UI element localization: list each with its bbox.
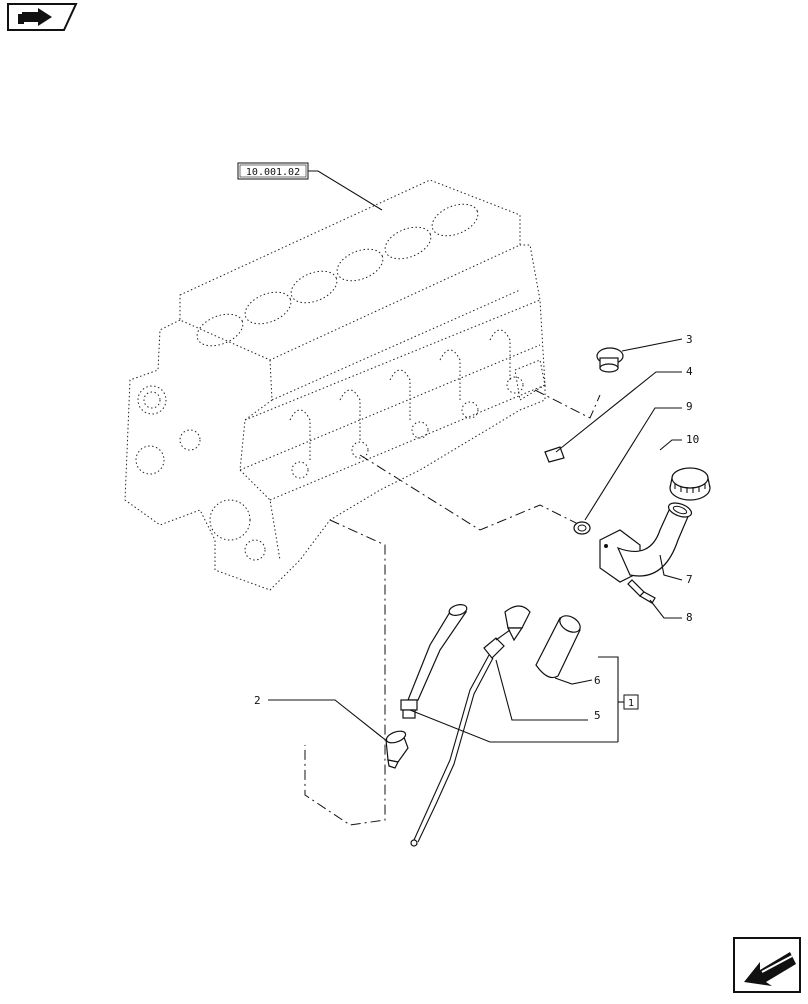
leader-3	[621, 338, 683, 352]
leader-9	[584, 407, 682, 521]
leader-7	[659, 554, 683, 581]
part-filler-elbow[interactable]	[599, 500, 693, 583]
leader-5b	[409, 709, 618, 743]
leader-10	[659, 439, 682, 451]
callout-2: 2	[254, 694, 261, 707]
engine-block	[124, 179, 546, 591]
part-dipstick[interactable]	[410, 605, 531, 847]
leader-4	[555, 371, 682, 453]
leader-5a	[495, 659, 588, 721]
part-filler-cap[interactable]	[669, 467, 711, 501]
reference-leader	[308, 170, 383, 211]
callout-8: 8	[686, 611, 693, 624]
kit-bracket	[598, 656, 619, 742]
part-cap-sleeve[interactable]	[535, 612, 583, 679]
part-adapter[interactable]	[385, 729, 409, 769]
part-o-ring[interactable]	[573, 521, 591, 535]
assembly-line-9	[359, 454, 581, 531]
arrow-back-icon[interactable]	[733, 937, 801, 993]
part-gasket-tab[interactable]	[544, 446, 565, 463]
kit-box-label: 1	[628, 698, 634, 709]
leader-2	[268, 699, 389, 743]
callout-4: 4	[686, 365, 693, 378]
callout-5: 5	[594, 709, 601, 722]
part-bolt[interactable]	[627, 579, 656, 604]
callout-3: 3	[686, 333, 693, 346]
assembly-line-3	[534, 389, 601, 419]
callout-9: 9	[686, 400, 693, 413]
part-plug[interactable]	[596, 347, 624, 373]
callout-10: 10	[686, 433, 699, 446]
kit-box[interactable]: 1	[623, 694, 639, 710]
reference-label[interactable]: 10.001.02	[237, 162, 309, 180]
book-arrow-icon[interactable]	[7, 3, 78, 31]
callout-7: 7	[686, 573, 693, 586]
leader-6	[554, 677, 593, 685]
leader-8	[649, 599, 682, 619]
reference-label-text: 10.001.02	[246, 167, 300, 178]
callout-6: 6	[594, 674, 601, 687]
part-dipstick-tube[interactable]	[400, 603, 468, 719]
assembly-line-2	[304, 519, 386, 826]
